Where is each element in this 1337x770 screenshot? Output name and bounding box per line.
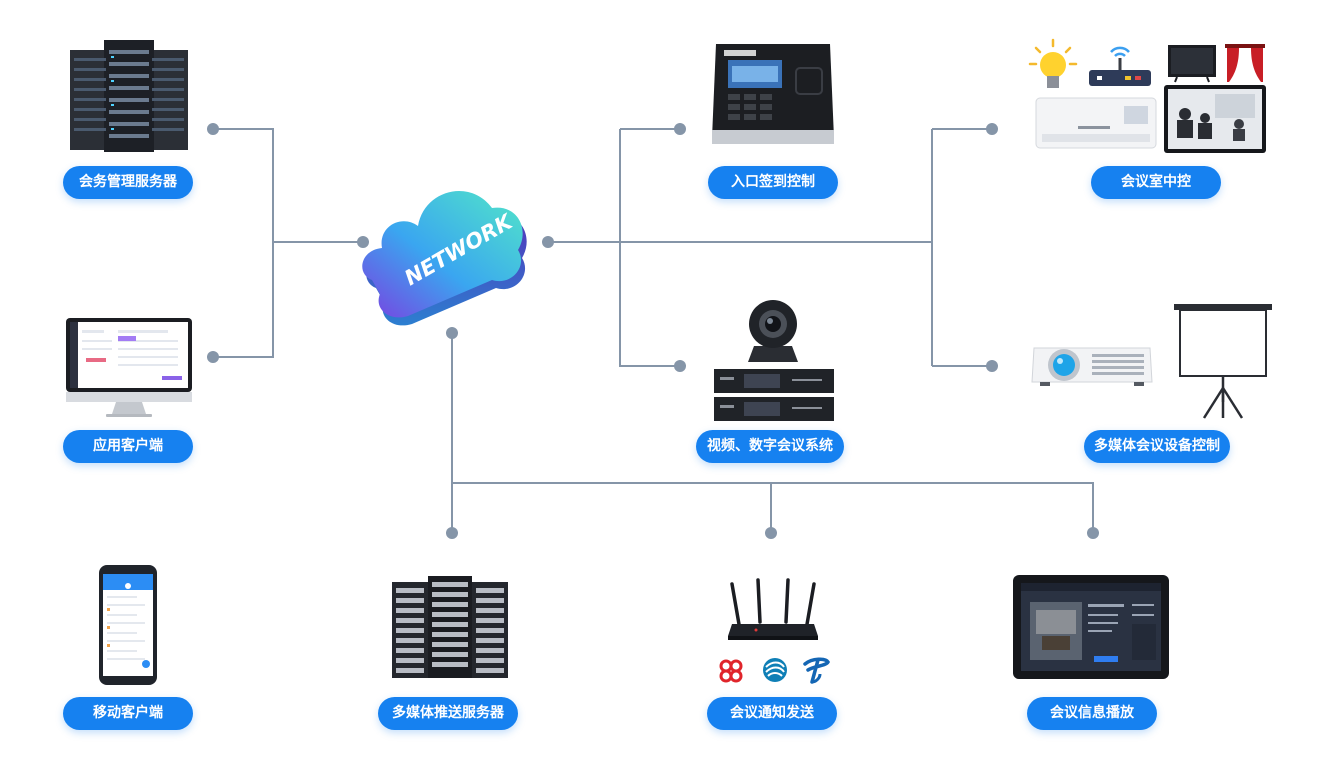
television-icon bbox=[1168, 45, 1216, 83]
conference-management-server-label: 会务管理服务器 bbox=[63, 166, 193, 199]
china-mobile-logo-icon bbox=[763, 658, 787, 682]
china-telecom-logo-icon bbox=[803, 657, 830, 684]
video-conference-screen-icon bbox=[1164, 85, 1266, 153]
wireless-router-icon bbox=[728, 578, 818, 640]
server-cabinets-icon bbox=[392, 576, 508, 678]
network-cloud: NETWORK bbox=[362, 190, 527, 326]
desktop-computer-icon bbox=[66, 318, 192, 417]
curtain-icon bbox=[1225, 44, 1265, 82]
meeting-info-display-label: 会议信息播放 bbox=[1027, 697, 1157, 730]
multimedia-push-server-label: 多媒体推送服务器 bbox=[378, 697, 518, 730]
video-digital-conference-label: 视频、数字会议系统 bbox=[696, 430, 844, 463]
projection-screen-icon bbox=[1174, 304, 1272, 419]
multimedia-device-control-label: 多媒体会议设备控制 bbox=[1084, 430, 1230, 463]
china-unicom-logo-icon bbox=[719, 659, 743, 683]
light-bulb-icon bbox=[1028, 38, 1078, 88]
projector-icon bbox=[1031, 347, 1153, 386]
entrance-checkin-control-label: 入口签到控制 bbox=[708, 166, 838, 199]
air-conditioner-icon bbox=[1035, 97, 1157, 149]
conference-camera-icon bbox=[748, 300, 798, 362]
mobile-client-label: 移动客户端 bbox=[63, 697, 193, 730]
conference-host-units-icon bbox=[714, 369, 834, 421]
server-racks-icon bbox=[70, 40, 188, 152]
attendance-terminal-icon bbox=[712, 44, 834, 144]
meeting-notification-label: 会议通知发送 bbox=[707, 697, 837, 730]
wifi-router-device-icon bbox=[1089, 46, 1151, 86]
meeting-room-central-control-label: 会议室中控 bbox=[1091, 166, 1221, 199]
smartphone-icon bbox=[99, 565, 157, 685]
wall-tablet-icon bbox=[1013, 575, 1169, 679]
application-client-label: 应用客户端 bbox=[63, 430, 193, 463]
